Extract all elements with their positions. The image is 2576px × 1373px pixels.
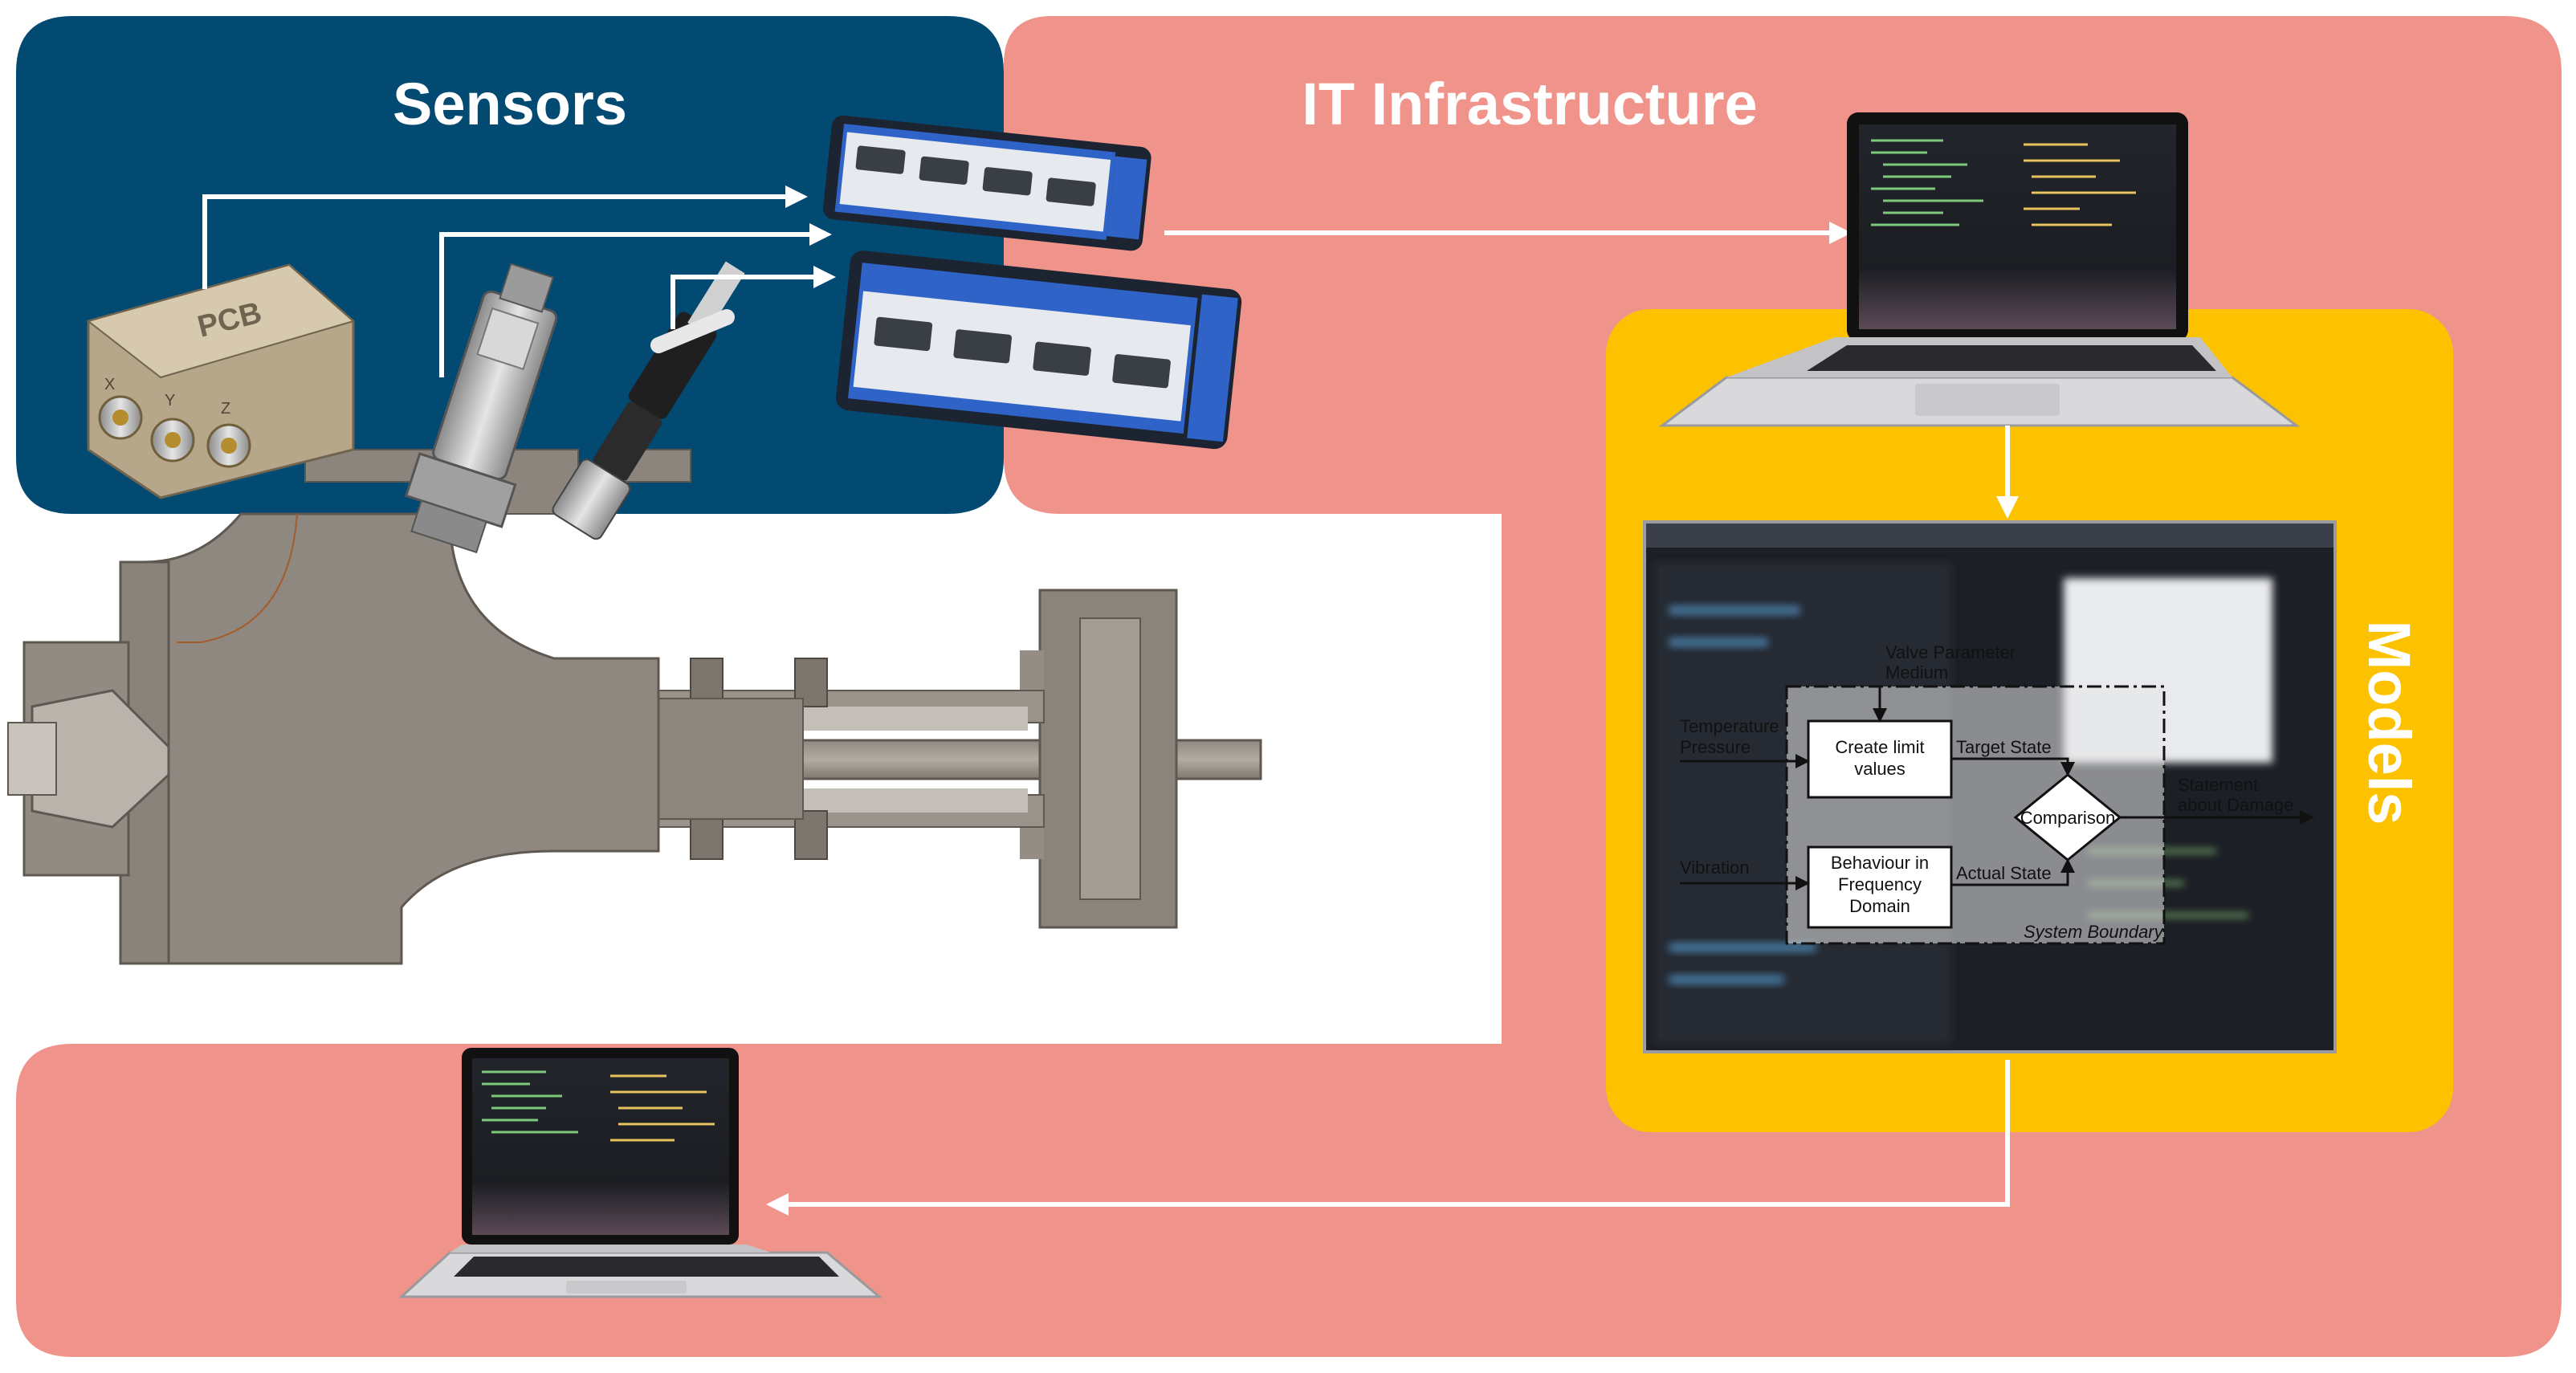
temperature-label: Temperature xyxy=(1680,716,1779,736)
create-limit-label-2: values xyxy=(1854,759,1906,779)
comparison-label: Comparison xyxy=(2020,808,2116,828)
system-boundary-label: System Boundary xyxy=(2024,922,2165,942)
create-limit-label-1: Create limit xyxy=(1835,737,1924,757)
laptop-icon xyxy=(1658,112,2301,427)
sensors-title: Sensors xyxy=(393,71,627,137)
model-block-diagram: Create limit values Behaviour in Frequen… xyxy=(1680,642,2314,945)
axis-label-y: Y xyxy=(165,392,175,409)
model-screenshot-panel: Create limit values Behaviour in Frequen… xyxy=(1643,520,2337,1053)
axis-label-x: X xyxy=(104,376,115,393)
pressure-label: Pressure xyxy=(1680,737,1751,757)
target-state-label: Target State xyxy=(1956,737,2052,757)
models-title: Models xyxy=(2356,621,2423,825)
axis-label-z: Z xyxy=(221,400,230,418)
behaviour-label-2: Frequency xyxy=(1838,874,1922,894)
models-to-laptop-arrow xyxy=(766,1060,2010,1216)
statement-label-1: Statement xyxy=(2178,775,2258,795)
behaviour-label-1: Behaviour in xyxy=(1831,853,1929,873)
vibration-label: Vibration xyxy=(1680,858,1749,878)
sensor-connection-arrows xyxy=(202,185,836,377)
pressure-transducer-icon xyxy=(404,263,558,554)
laptop-icon xyxy=(398,1048,883,1298)
actual-state-label: Actual State xyxy=(1956,863,2052,883)
data-acquisition-module-icon xyxy=(823,115,1242,450)
statement-label-2: about Damage xyxy=(2178,795,2293,815)
it-infrastructure-title: IT Infrastructure xyxy=(1302,71,1757,137)
behaviour-frequency-block xyxy=(1807,845,1953,929)
behaviour-label-3: Domain xyxy=(1849,896,1910,916)
pcb-triaxial-accelerometer-icon: PCB X Y Z xyxy=(86,263,356,499)
valve-cross-section-icon xyxy=(7,449,1262,965)
valve-parameter-label: Valve Parameter xyxy=(1885,642,2016,662)
sensor-cable-connector-icon xyxy=(552,261,745,540)
medium-label: Medium xyxy=(1885,662,1948,682)
